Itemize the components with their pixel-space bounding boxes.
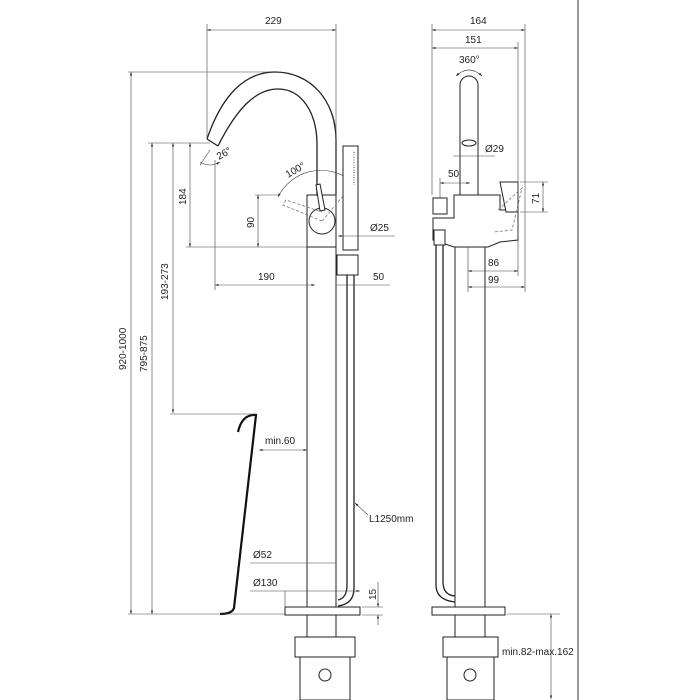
lever-front [499, 181, 519, 213]
dim-190-label: 190 [258, 272, 275, 283]
dim-shower-diameter-label: Ø25 [370, 223, 389, 234]
dim-spout-height-label: 795-875 [139, 335, 150, 372]
hand-shower [342, 145, 359, 251]
side-view: 229 920-1000 795-875 193-273 184 90 26° … [118, 16, 413, 700]
rotation-arc [455, 69, 483, 77]
lever-swing-front [493, 186, 523, 233]
dim-151-label: 151 [465, 35, 482, 46]
dim-90-label: 90 [246, 216, 257, 228]
dim-50-label: 50 [373, 272, 385, 283]
valve-body-front [432, 194, 519, 248]
install-box-front [442, 614, 499, 700]
dim-spout-diameter-label: Ø29 [485, 144, 504, 155]
hose-front [435, 245, 456, 603]
spout [206, 71, 337, 195]
lever-angle-arc [277, 170, 351, 198]
front-view: 164 151 360° Ø29 50 71 86 99 min.82-max.… [431, 16, 574, 700]
dim-base-diameter-label: Ø130 [253, 578, 278, 589]
shower-holder [336, 254, 359, 276]
hose-nut [433, 229, 446, 246]
shower-connector [432, 197, 448, 215]
dim-min-60-label: min.60 [265, 436, 295, 447]
hose-length-label: L1250mm [369, 514, 413, 525]
base-plate-front [431, 606, 506, 616]
spout-angle-label: 26° [215, 146, 234, 163]
dim-column-diameter-label: Ø52 [253, 550, 272, 561]
dim-229-label: 229 [265, 16, 282, 27]
dim-50-front-label: 50 [448, 169, 460, 180]
base-plate [284, 606, 361, 616]
dim-71-label: 71 [531, 192, 542, 204]
dim-total-height-label: 920-1000 [118, 327, 129, 370]
dim-164-label: 164 [470, 16, 487, 27]
aerator [461, 139, 477, 147]
rotation-label: 360° [459, 55, 480, 66]
dim-rim-height-label: 193-273 [160, 263, 171, 300]
dim-184-label: 184 [178, 188, 189, 205]
column [306, 246, 337, 608]
install-box [294, 614, 356, 700]
dim-86-label: 86 [488, 258, 500, 269]
hose-leader [354, 502, 369, 516]
column-front [454, 246, 486, 608]
spout-front [459, 75, 479, 195]
dim-15-label: 15 [368, 588, 379, 600]
dim-99-label: 99 [488, 275, 500, 286]
hose [337, 275, 355, 607]
spout-angle-arc [199, 149, 220, 165]
bathtub-rim [219, 413, 258, 616]
dim-install-depth-label: min.82-max.162 [502, 647, 574, 658]
